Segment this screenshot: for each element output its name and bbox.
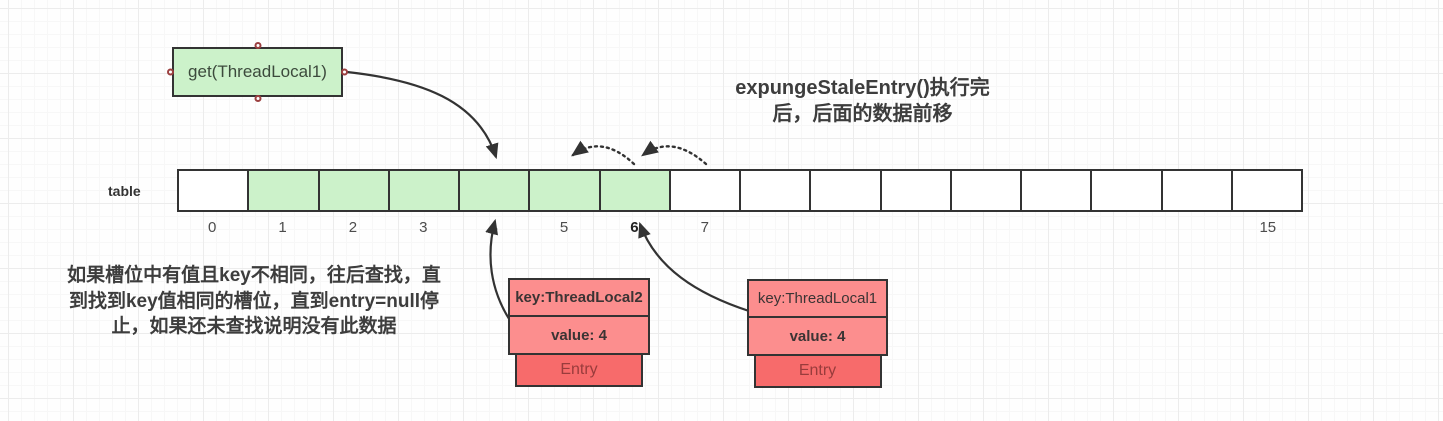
entry2-tag[interactable]: Entry [515,355,643,387]
table-indices: 0 1 2 3 4 5 6 7 15 [177,219,1303,236]
table-cell-6[interactable] [600,171,671,210]
cell-index-10 [881,219,951,236]
expunge-note-line2: 后，后面的数据前移 [772,102,953,125]
cell-index-12 [1022,219,1092,236]
hash-table[interactable] [177,169,1303,212]
table-cell-10[interactable] [881,171,952,210]
resize-handle-bottom[interactable] [254,95,261,102]
entry2-value-row[interactable]: value: 4 [508,317,650,355]
arrow-entry1-to-cell6 [638,221,750,313]
entry2-key-row[interactable]: key:ThreadLocal2 [508,278,650,317]
table-cell-14[interactable] [1162,171,1233,210]
entry1-key-label: key:ThreadLocal1 [757,290,878,307]
table-cell-0[interactable] [179,171,250,210]
get-threadlocal1-shape[interactable]: get(ThreadLocal1) [167,42,348,102]
entry1-tag-label: Entry [798,362,837,379]
table-cell-3[interactable] [389,171,460,210]
dotted-shift-arrow-6-to-5 [571,140,636,166]
lookup-rule-line3: 止，如果还未查找说明没有此数据 [111,316,397,338]
entry2-value-label: value: 4 [551,326,607,344]
cell-index-8 [740,219,810,236]
lookup-rule-line2: 到找到key值相同的槽位，直到entry=null停 [68,290,440,312]
expunge-note-line1: expungeStaleEntry()执行完 [735,77,990,99]
entry1-value-label: value: 4 [789,327,846,345]
table-cell-11[interactable] [951,171,1022,210]
table-label: table [108,183,141,199]
lookup-rule-line1: 如果槽位中有值且key不相同，往后查找，直 [67,265,441,286]
cell-index-9 [810,219,880,236]
get-threadlocal1-label: get(ThreadLocal1) [188,62,327,81]
table-cell-9[interactable] [811,171,882,210]
cell-index-3: 3 [419,219,428,236]
table-cell-2[interactable] [319,171,390,210]
resize-handle-top[interactable] [254,42,261,49]
table-cell-12[interactable] [1022,171,1093,210]
cell-index-6: 6 [630,219,639,236]
cell-index-15: 15 [1259,219,1277,236]
table-cell-13[interactable] [1092,171,1163,210]
entry1-value-row[interactable]: value: 4 [747,318,888,356]
resize-handle-left[interactable] [167,68,174,76]
table-cell-5[interactable] [530,171,601,210]
dotted-shift-arrow-7-to-6 [641,140,708,166]
entry1-tag[interactable]: Entry [753,356,882,388]
cell-index-4: 4 [489,219,498,236]
cell-index-5: 5 [559,219,569,236]
cell-index-14 [1162,219,1232,236]
table-cell-1[interactable] [249,171,320,210]
entry2-tag-label: Entry [560,361,598,378]
cell-index-2: 2 [348,219,358,236]
cell-index-7: 7 [700,219,709,236]
cell-index-0: 0 [208,219,217,236]
table-cell-7[interactable] [670,171,741,210]
entry-box-threadlocal1[interactable]: key:ThreadLocal1 value: 4 Entry [747,279,888,388]
expunge-note[interactable]: expungeStaleEntry()执行完 后，后面的数据前移 [690,76,1035,127]
table-cell-15[interactable] [1232,171,1301,210]
lookup-rule-note[interactable]: 如果槽位中有值且key不相同，往后查找，直 到找到key值相同的槽位，直到ent… [36,263,472,340]
arrow-get-to-cell4 [346,70,499,160]
resize-handle-right[interactable] [341,68,348,76]
cell-index-13 [1092,219,1162,236]
cell-index-1: 1 [278,219,287,236]
entry2-key-label: key:ThreadLocal2 [515,289,643,306]
cell-index-11 [951,219,1021,236]
entry-box-threadlocal2[interactable]: key:ThreadLocal2 value: 4 Entry [508,278,650,387]
table-cell-8[interactable] [741,171,812,210]
entry1-key-row[interactable]: key:ThreadLocal1 [747,279,888,318]
table-cell-4[interactable] [460,171,531,210]
